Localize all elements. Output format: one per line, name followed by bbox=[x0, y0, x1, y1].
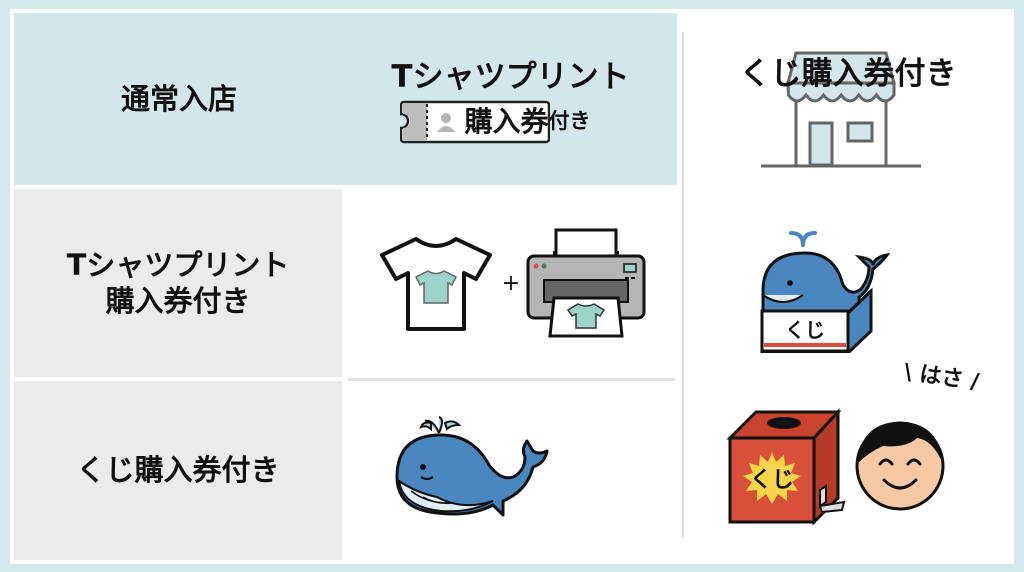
whale-icon bbox=[395, 416, 549, 517]
shop-icon bbox=[761, 51, 921, 168]
whale-cell bbox=[345, 381, 677, 551]
tshirt-print-cell: + bbox=[345, 189, 677, 377]
exclaim-text-group: \ はさ / bbox=[902, 354, 981, 396]
exclaim-stroke-left: \ bbox=[902, 359, 914, 386]
tshirt-icon bbox=[379, 237, 492, 331]
ticket-badge: 購入 券 付き bbox=[400, 100, 591, 144]
kuji-box-label: くじ bbox=[785, 318, 825, 342]
ticket-text-ken: 券 bbox=[520, 105, 549, 139]
row-tshirt-ticket-header: Tシャツプリント 購入券付き bbox=[14, 189, 342, 377]
header-tshirt-label: Tシャツプリント bbox=[391, 58, 630, 95]
exclaim-text: はさ bbox=[917, 362, 965, 393]
row-divider bbox=[348, 378, 675, 381]
header-tshirt-ticket: Tシャツプリント 購入 券 付き bbox=[344, 13, 677, 185]
row-lottery-ticket-header: くじ購入券付き bbox=[14, 381, 342, 560]
whale-in-lottery-box-icon: くじ bbox=[760, 231, 891, 353]
printer-icon bbox=[526, 228, 646, 338]
exclaim-stroke-right: / bbox=[969, 369, 981, 396]
header-normal-entry-label: 通常入店 bbox=[120, 81, 237, 116]
row-tshirt-label-line2: 購入券付き bbox=[105, 284, 251, 318]
row-lottery-label: くじ購入券付き bbox=[76, 453, 280, 488]
header-normal-entry: 通常入店 bbox=[14, 13, 344, 185]
lottery-box-and-face-icon: くじ bbox=[726, 408, 945, 526]
row-tshirt-label-line1: Tシャツプリント bbox=[66, 247, 290, 282]
column-divider bbox=[682, 32, 684, 537]
lottery-column: くじ購入券付き くじ \ はさ / くじ bbox=[686, 13, 1010, 558]
ticket-icon bbox=[400, 101, 551, 144]
header-band bbox=[14, 13, 677, 185]
ticket-text-tail: 付き bbox=[548, 109, 591, 134]
lottery-box-label: くじ bbox=[750, 468, 794, 493]
ticket-text: 購入 bbox=[464, 105, 521, 139]
header-lottery-label: くじ購入券付き bbox=[739, 56, 957, 92]
plus-sign: + bbox=[501, 270, 521, 296]
